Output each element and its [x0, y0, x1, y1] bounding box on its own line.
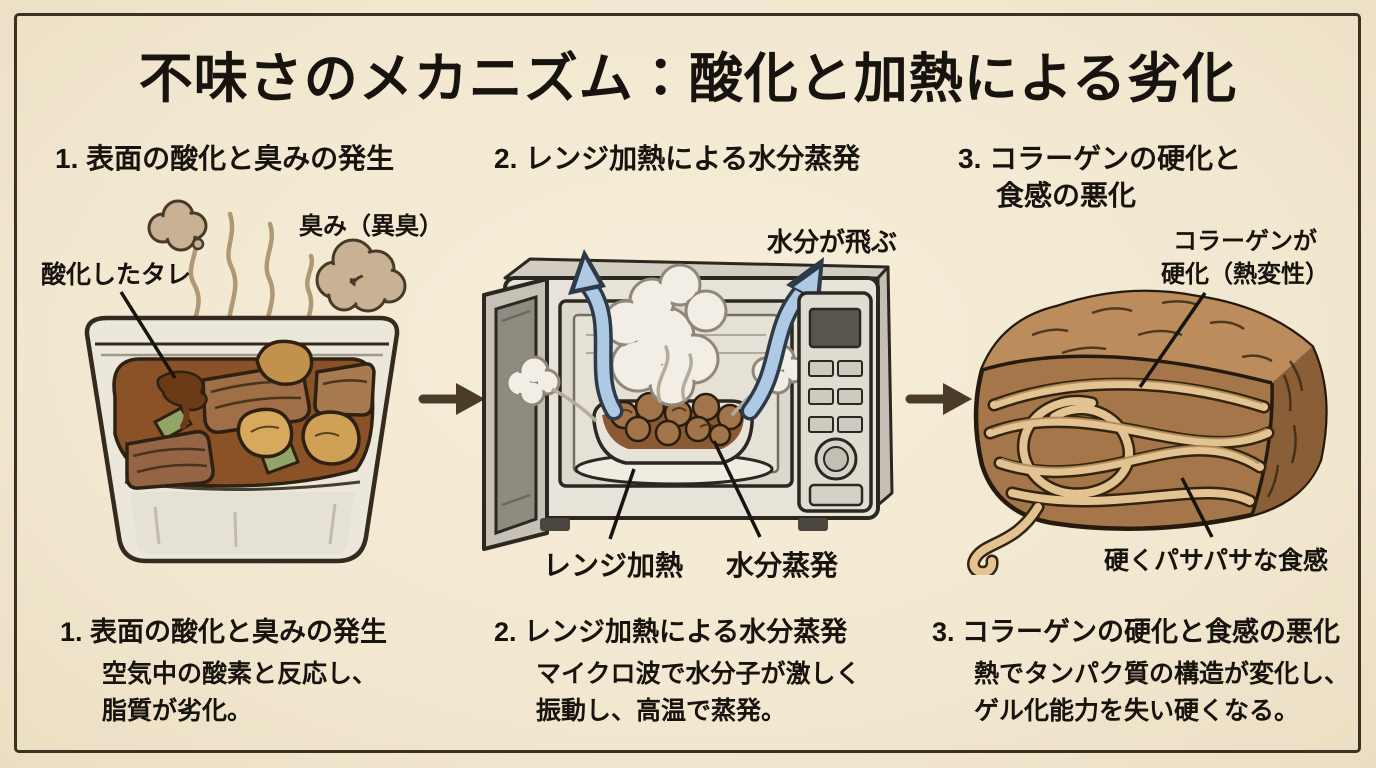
dry-texture-label: 硬くパサパサな食感 [1104, 547, 1329, 575]
summary-2-header: 2. レンジ加熱による水分蒸発 [494, 617, 848, 647]
summary-2-line2: 振動し、高温で蒸発。 [536, 697, 787, 725]
collagen-fibers-icon [967, 377, 1275, 575]
microwave-foot-right [798, 518, 828, 531]
meat-block-side-face [1252, 347, 1326, 515]
odor-label: 臭み（異臭） [299, 213, 443, 240]
hardened-meat-svg [967, 289, 1328, 575]
microwave-heating-label: レンジ加熱 [543, 550, 684, 581]
summary-1-line1: 空気中の酸素と反応し、 [102, 660, 378, 688]
summary-1-body: 空気中の酸素と反応し、 脂質が劣化。 [60, 656, 387, 730]
microwave-display [808, 307, 862, 349]
page-title: 不味さのメカニズム：酸化と加熱による劣化 [138, 49, 1238, 109]
microwave-buttons [808, 360, 863, 433]
collagen-pointer-line [1138, 292, 1207, 388]
moisture-escapes-label: 水分が飛ぶ [767, 227, 898, 257]
microwave-open-button [808, 483, 864, 507]
moisture-arrow-left-icon [568, 249, 624, 421]
summary-2-line1: マイクロ波で水分子が激しく [536, 660, 861, 688]
oxidized-sauce-blob-icon [156, 370, 208, 412]
summary-2: 2. レンジ加熱による水分蒸発 マイクロ波で水分子が激しく 振動し、高温で蒸発。 [494, 610, 861, 730]
simmered-meat-food-icon [112, 339, 376, 490]
flow-arrow-2-icon [905, 377, 975, 421]
steam-puff-left-icon [505, 355, 598, 423]
food-tray-in-microwave-icon [592, 391, 754, 465]
microwave-side-face [876, 265, 894, 507]
summary-3-line2: ゲル化能力を失い硬くなる。 [974, 697, 1300, 725]
microwave-illustration-svg [482, 249, 894, 551]
summary-1: 1. 表面の酸化と臭みの発生 空気中の酸素と反応し、 脂質が劣化。 [60, 610, 387, 730]
microwave-foot-left [540, 518, 570, 531]
panel2-header: 2. レンジ加熱による水分蒸発 [494, 143, 861, 174]
microwave-illustration [468, 243, 900, 551]
collagen-label-line1: コラーゲンが [1173, 228, 1317, 255]
microwave-open-door [482, 277, 549, 551]
sauce-pointer-line [119, 291, 177, 379]
panel1-header: 1. 表面の酸化と臭みの発生 [55, 143, 395, 174]
heating-pointer-line [608, 468, 636, 540]
panel3-header: 3. コラーゲンの硬化と 食感の悪化 [958, 140, 1241, 214]
summary-1-line2: 脂質が劣化。 [102, 697, 253, 725]
summary-1-header: 1. 表面の酸化と臭みの発生 [60, 617, 388, 647]
summary-3-header: 3. コラーゲンの硬化と食感の悪化 [932, 617, 1341, 647]
smoke-puff-small-icon [147, 199, 208, 252]
oxidized-tray-illustration [35, 192, 440, 597]
collagen-hardening-label: コラーゲンが 硬化（熱変性） [1140, 225, 1350, 291]
summary-2-body: マイクロ波で水分子が激しく 振動し、高温で蒸発。 [494, 656, 861, 730]
collagen-label-line2: 硬化（熱変性） [1161, 261, 1329, 288]
meat-texture-strokes [1031, 300, 1304, 498]
tray-illustration-svg [84, 199, 407, 564]
panel3-header-line2: 食感の悪化 [996, 180, 1137, 211]
meat-block-top-face [982, 291, 1312, 383]
summary-3-line1: 熱でタンパク質の構造が変化し、 [974, 660, 1350, 688]
moisture-arrow-right-icon [740, 257, 824, 421]
microwave-control-panel [797, 291, 873, 513]
texture-pointer-line [1180, 477, 1214, 538]
moisture-evaporation-label: 水分蒸発 [726, 550, 839, 581]
smoke-puff-large-icon [315, 238, 407, 313]
oxidized-sauce-label: 酸化したタレ [41, 261, 192, 289]
summary-3-body: 熱でタンパク質の構造が変化し、 ゲル化能力を失い硬くなる。 [932, 656, 1349, 730]
flow-arrow-1-icon [418, 377, 488, 421]
evaporation-pointer-line [712, 440, 762, 538]
summary-3: 3. コラーゲンの硬化と食感の悪化 熱でタンパク質の構造が変化し、 ゲル化能力を… [932, 610, 1349, 730]
hardened-meat-illustration [942, 265, 1367, 575]
panel3-header-line1: 3. コラーゲンの硬化と [958, 143, 1242, 174]
